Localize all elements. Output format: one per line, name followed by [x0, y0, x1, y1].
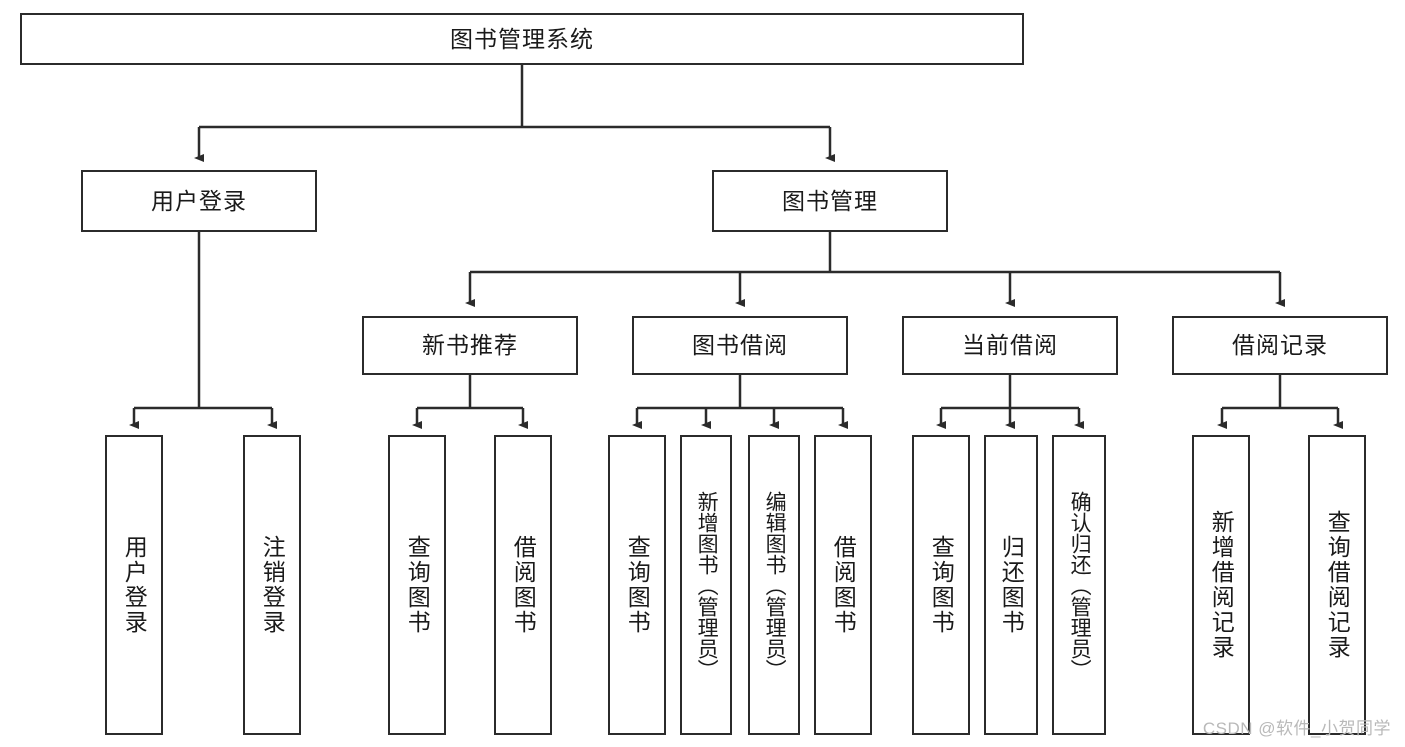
leaf-add-book-admin-label: 新增图书（管理员） [695, 490, 719, 680]
leaf-query-borrow-record-label: 查询借阅记录 [1324, 510, 1351, 660]
leaf-query-book-borrow-label: 查询图书 [624, 535, 651, 635]
node-book-borrow[interactable]: 图书借阅 [632, 316, 848, 375]
leaf-borrow-book[interactable]: 借阅图书 [814, 435, 872, 735]
node-book-borrow-label: 图书借阅 [692, 332, 788, 359]
leaf-add-book-admin[interactable]: 新增图书（管理员） [680, 435, 732, 735]
leaf-return-book[interactable]: 归还图书 [984, 435, 1038, 735]
leaf-logout[interactable]: 注销登录 [243, 435, 301, 735]
node-borrow-record[interactable]: 借阅记录 [1172, 316, 1388, 375]
node-book-management[interactable]: 图书管理 [712, 170, 948, 232]
leaf-return-book-label: 归还图书 [998, 535, 1025, 635]
leaf-query-book-recommend[interactable]: 查询图书 [388, 435, 446, 735]
node-current-borrow-label: 当前借阅 [962, 332, 1058, 359]
node-root[interactable]: 图书管理系统 [20, 13, 1024, 65]
leaf-user-login-label: 用户登录 [121, 535, 148, 635]
node-borrow-record-label: 借阅记录 [1232, 332, 1328, 359]
csdn-watermark: CSDN @软件_小贺同学 [1202, 719, 1391, 738]
leaf-edit-book-admin-label: 编辑图书（管理员） [763, 490, 787, 680]
node-user-login-label: 用户登录 [151, 187, 247, 214]
leaf-query-book-recommend-label: 查询图书 [404, 535, 431, 635]
leaf-edit-book-admin[interactable]: 编辑图书（管理员） [748, 435, 800, 735]
node-new-book-recommend[interactable]: 新书推荐 [362, 316, 578, 375]
leaf-query-book-current[interactable]: 查询图书 [912, 435, 970, 735]
node-user-login[interactable]: 用户登录 [81, 170, 317, 232]
leaf-borrow-book-recommend[interactable]: 借阅图书 [494, 435, 552, 735]
leaf-query-book-current-label: 查询图书 [928, 535, 955, 635]
node-current-borrow[interactable]: 当前借阅 [902, 316, 1118, 375]
leaf-logout-label: 注销登录 [259, 535, 286, 635]
leaf-borrow-book-recommend-label: 借阅图书 [510, 535, 537, 635]
leaf-confirm-return-admin-label: 确认归还（管理员） [1068, 490, 1092, 680]
leaf-user-login[interactable]: 用户登录 [105, 435, 163, 735]
leaf-add-borrow-record[interactable]: 新增借阅记录 [1192, 435, 1250, 735]
node-root-label: 图书管理系统 [450, 25, 594, 52]
leaf-borrow-book-label: 借阅图书 [830, 535, 857, 635]
node-book-management-label: 图书管理 [782, 187, 878, 214]
leaf-add-borrow-record-label: 新增借阅记录 [1208, 510, 1235, 660]
leaf-query-book-borrow[interactable]: 查询图书 [608, 435, 666, 735]
leaf-query-borrow-record[interactable]: 查询借阅记录 [1308, 435, 1366, 735]
node-new-book-recommend-label: 新书推荐 [422, 332, 518, 359]
leaf-confirm-return-admin[interactable]: 确认归还（管理员） [1052, 435, 1106, 735]
